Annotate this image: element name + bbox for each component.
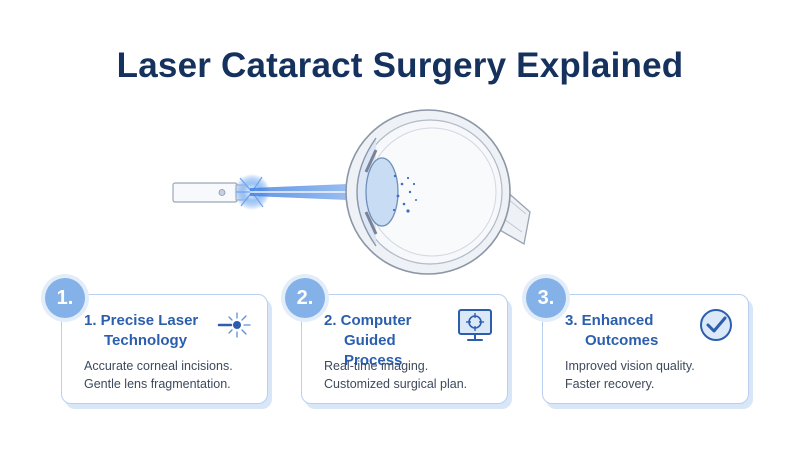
step-description: Improved vision quality. Faster recovery…	[565, 359, 695, 391]
step-number-badge: 3.	[526, 278, 566, 318]
laser-burst-icon	[217, 312, 251, 338]
step-title: 1. Precise Laser Technology	[84, 312, 199, 349]
step-description: Real-time imaging. Customized surgical p…	[324, 359, 468, 391]
step-card-3: 3. 3. Enhanced Outcomes Improved vision …	[526, 278, 749, 404]
step-number-badge: 1.	[45, 278, 85, 318]
step-title: 2. Computer Guided Process	[324, 312, 412, 369]
check-circle-icon	[700, 309, 732, 341]
step-title: 3. Enhanced Outcomes	[565, 312, 659, 349]
monitor-target-icon	[458, 309, 492, 341]
step-card-1: 1. 1. Precise Laser Technology Accurate …	[45, 278, 268, 404]
step-description: Accurate corneal incisions. Gentle lens …	[84, 359, 233, 391]
eye-laser-illustration	[172, 109, 531, 275]
page-title: Laser Cataract Surgery Explained	[116, 46, 684, 85]
eye-cross-section	[345, 109, 531, 275]
step-number-badge: 2.	[285, 278, 325, 318]
laser-beam	[234, 174, 372, 210]
step-card-2: 2. 2. Computer Guided Process Real-time …	[285, 278, 508, 404]
